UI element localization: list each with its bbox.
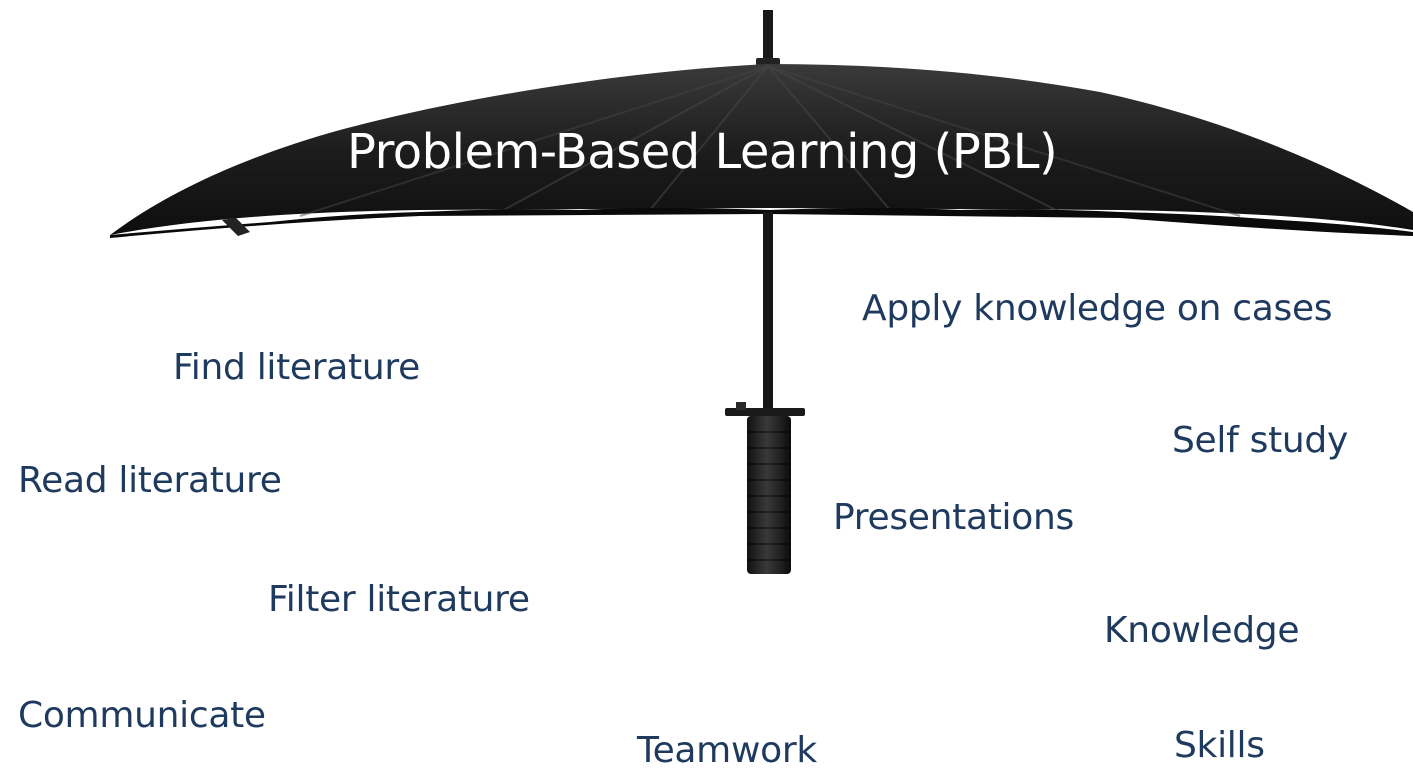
label-presentations: Presentations — [833, 497, 1074, 538]
label-skills: Skills — [1174, 725, 1265, 766]
label-apply-knowledge: Apply knowledge on cases — [862, 288, 1333, 329]
label-self-study: Self study — [1172, 420, 1348, 461]
label-find-literature: Find literature — [173, 347, 420, 388]
label-filter-literature: Filter literature — [268, 579, 530, 620]
label-knowledge: Knowledge — [1104, 610, 1300, 651]
label-read-literature: Read literature — [18, 460, 282, 501]
label-teamwork: Teamwork — [637, 730, 817, 771]
umbrella-handle — [747, 416, 791, 574]
diagram-title: Problem-Based Learning (PBL) — [347, 124, 1058, 180]
umbrella-canopy — [110, 64, 1413, 235]
umbrella-shaft — [763, 212, 773, 412]
label-communicate: Communicate — [18, 695, 266, 736]
umbrella-tip — [763, 10, 773, 68]
